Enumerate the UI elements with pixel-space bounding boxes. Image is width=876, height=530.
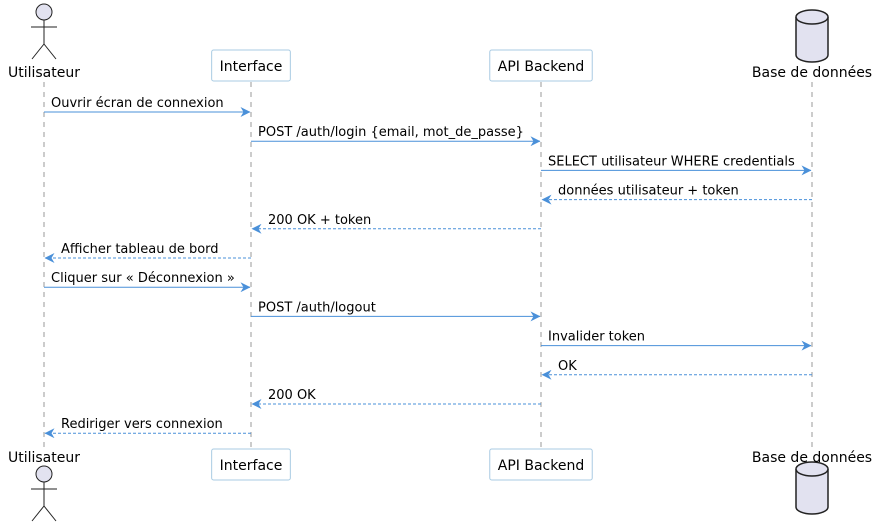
message-label: POST /auth/logout — [258, 300, 376, 315]
participant-label-interface-bottom: Interface — [220, 458, 283, 474]
message-label: 200 OK — [268, 388, 316, 403]
database-icon — [795, 9, 829, 63]
message-label: POST /auth/login {email, mot_de_passe} — [258, 125, 524, 140]
participant-box-api-bottom — [489, 448, 593, 481]
participant-label-api: API Backend — [498, 59, 584, 75]
message-label: 200 OK + token — [268, 213, 371, 228]
participant-label-utilisateur-bottom: Utilisateur — [8, 450, 80, 466]
participant-label-db: Base de données — [752, 65, 872, 81]
message-label: SELECT utilisateur WHERE credentials — [548, 154, 795, 169]
message-label: OK — [558, 359, 577, 374]
message-label: Cliquer sur « Déconnexion » — [51, 271, 235, 286]
database-icon-bottom — [795, 461, 829, 515]
actor-icon-bottom — [31, 465, 57, 522]
participant-label-db-bottom: Base de données — [752, 450, 872, 466]
participant-box-api — [489, 49, 593, 82]
participant-box-interface — [211, 49, 291, 82]
participant-label-interface: Interface — [220, 59, 283, 75]
actor-icon — [31, 3, 57, 60]
participant-label-api-bottom: API Backend — [498, 458, 584, 474]
participant-label-utilisateur: Utilisateur — [8, 65, 80, 81]
participants: UtilisateurUtilisateurInterfaceInterface… — [8, 3, 872, 522]
message-label: Afficher tableau de bord — [61, 242, 219, 257]
message-label: Ouvrir écran de connexion — [51, 96, 224, 111]
participant-box-interface-bottom — [211, 448, 291, 481]
lifelines — [43, 82, 813, 448]
message-label: données utilisateur + token — [558, 184, 739, 199]
message-label: Invalider token — [548, 330, 645, 345]
message-label: Rediriger vers connexion — [61, 417, 223, 432]
